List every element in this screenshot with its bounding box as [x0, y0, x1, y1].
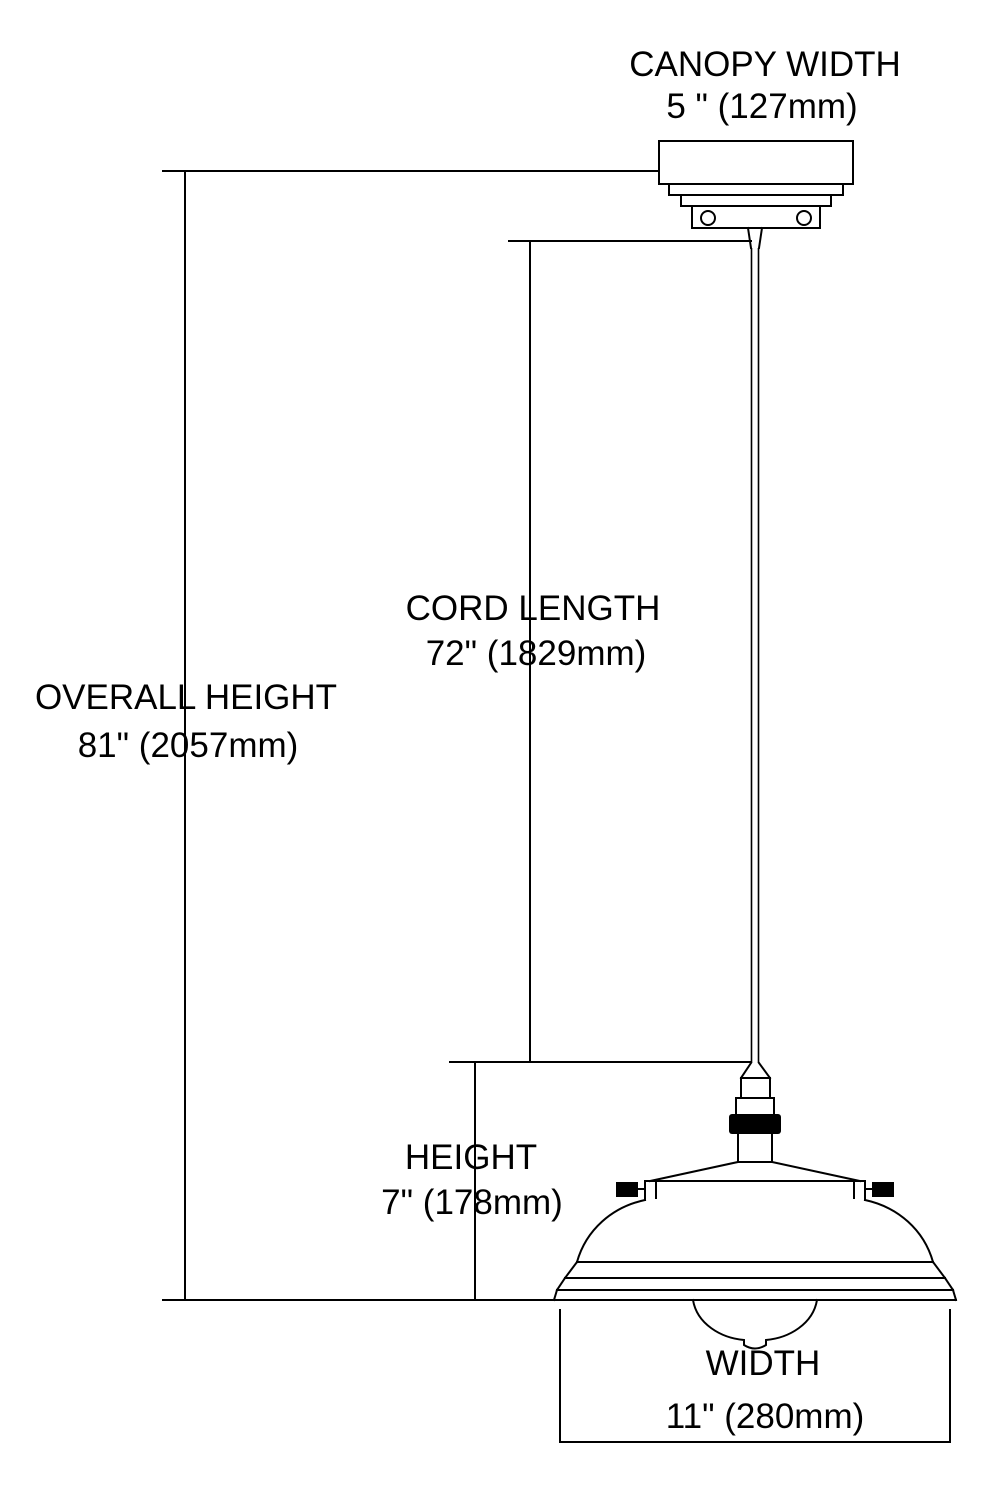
cord-drawing	[750, 248, 760, 1063]
dim-overall-height	[162, 170, 660, 1301]
bulb-drawing	[691, 1298, 819, 1350]
set-screw-right	[872, 1182, 894, 1197]
canopy-drawing	[658, 140, 854, 250]
width-value: 11" (280mm)	[666, 1397, 865, 1436]
canopy-screw-right	[796, 210, 812, 226]
overall-height-label: OVERALL HEIGHT	[35, 678, 337, 717]
socket-black-band	[729, 1114, 781, 1134]
overall-height-value: 81" (2057mm)	[78, 726, 299, 765]
cord-length-value: 72" (1829mm)	[426, 634, 647, 673]
canopy-width-value: 5 " (127mm)	[666, 87, 857, 126]
canopy-screw-left	[700, 210, 716, 226]
set-screw-left	[616, 1182, 638, 1197]
cord-length-label: CORD LENGTH	[406, 589, 661, 628]
width-label: WIDTH	[706, 1344, 821, 1383]
dim-width	[559, 1309, 951, 1443]
dim-cord-length	[449, 240, 752, 1063]
socket-drawing	[616, 1061, 894, 1201]
canopy-width-label: CANOPY WIDTH	[629, 45, 901, 84]
height-label: HEIGHT	[405, 1138, 537, 1177]
height-value: 7" (178mm)	[381, 1183, 563, 1222]
shade-drawing	[552, 1198, 958, 1302]
